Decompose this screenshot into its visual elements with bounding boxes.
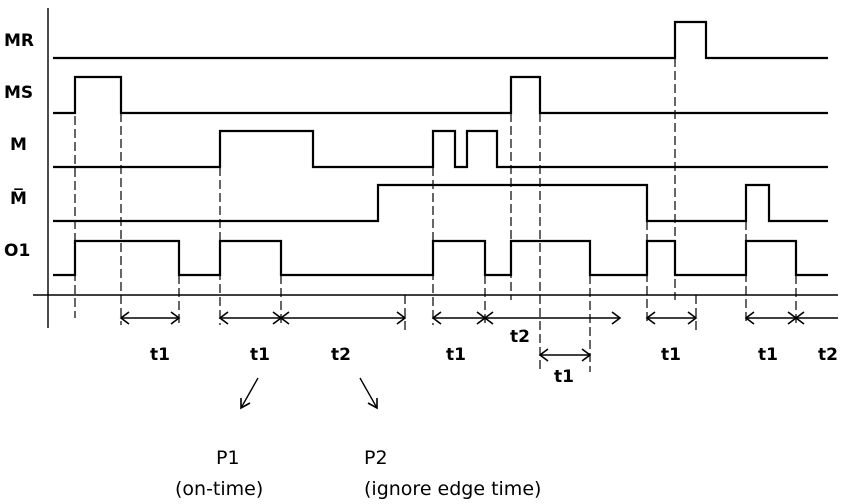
signal-label-ms: MS — [4, 83, 33, 103]
interval-label: t1 — [150, 345, 170, 365]
interval-label: t1 — [250, 345, 270, 365]
interval-arrow — [218, 311, 283, 325]
note-p1-title: P1 — [216, 447, 240, 469]
interval-label: t1 — [661, 345, 681, 365]
pointer-arrow-p2 — [359, 377, 378, 410]
interval-arrow — [794, 311, 838, 325]
signal-label-mr: MR — [4, 31, 34, 51]
interval-label: t2 — [818, 345, 838, 365]
interval-arrow — [119, 311, 181, 325]
waveform-m-bar — [53, 183, 828, 223]
signal-label-m-bar: M̅ — [10, 187, 27, 209]
note-p2-title: P2 — [364, 447, 388, 469]
interval-arrow — [279, 311, 407, 325]
interval-arrow — [431, 311, 487, 325]
signal-label-o1: O1 — [4, 241, 30, 261]
waveform-ms — [53, 75, 828, 115]
note-p2-desc: (ignore edge time) — [364, 478, 541, 500]
pointer-arrow-p1 — [240, 377, 259, 410]
waveform-mr — [53, 20, 828, 60]
interval-arrow — [645, 311, 698, 325]
interval-label: t1 — [758, 345, 778, 365]
interval-arrow — [744, 311, 798, 325]
waveform-o1 — [53, 239, 828, 277]
note-p1-desc: (on-time) — [175, 478, 263, 500]
interval-label: t2 — [331, 345, 351, 365]
waveform-m — [53, 129, 828, 169]
signal-label-m: M — [10, 135, 27, 155]
interval-arrow — [483, 311, 622, 325]
interval-arrow — [538, 348, 592, 362]
interval-label: t1 — [554, 367, 574, 387]
interval-label: t2 — [510, 327, 530, 347]
interval-label: t1 — [446, 345, 466, 365]
